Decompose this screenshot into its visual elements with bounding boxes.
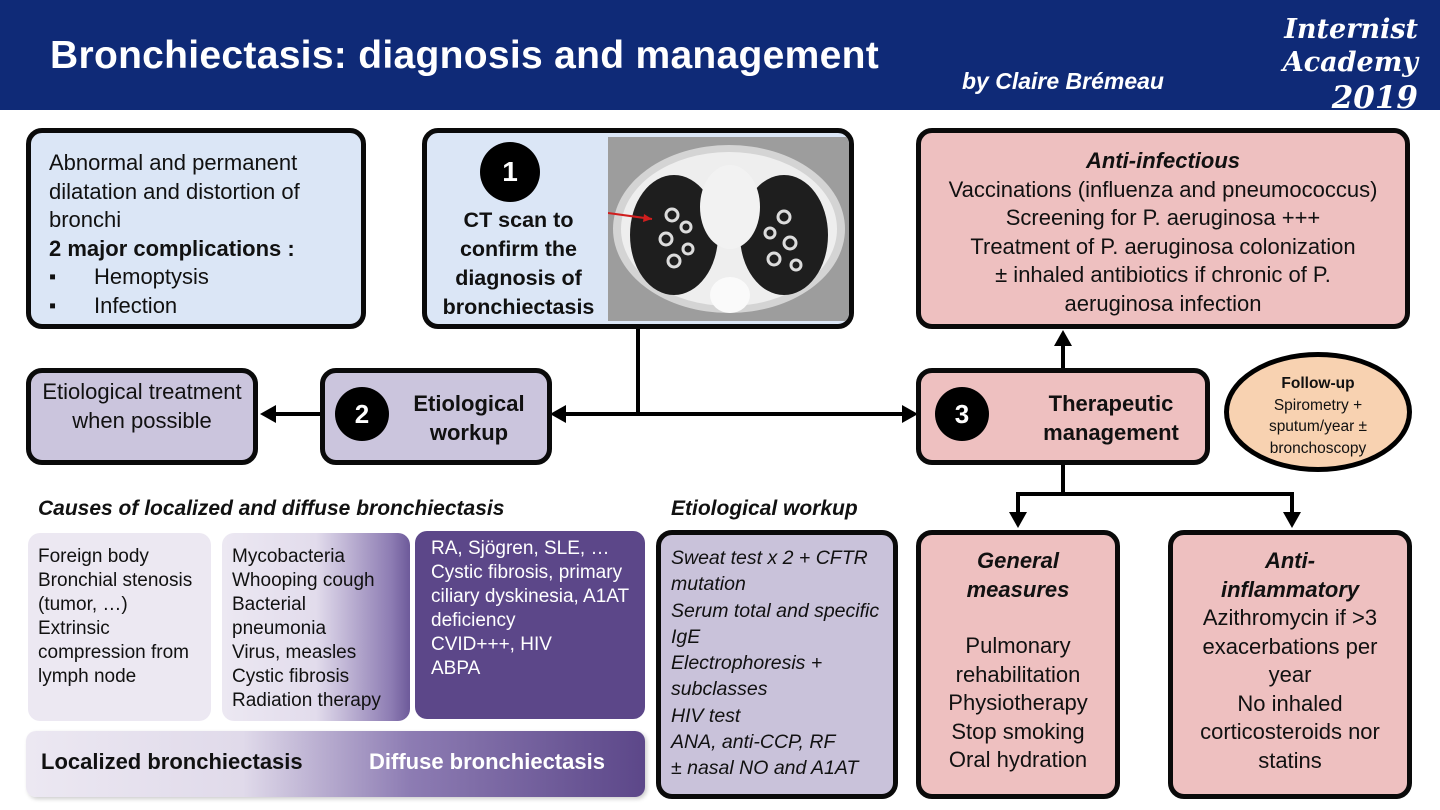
- list-item: Cystic fibrosis: [232, 666, 350, 687]
- step3-title: Therapeutic management: [1043, 391, 1179, 445]
- connector-branch-left: [1016, 492, 1020, 512]
- step2-title: Etiological workup: [413, 391, 525, 445]
- list-item: HIV test: [671, 704, 741, 727]
- followup-text: Spirometry + sputum/year ± bronchoscopy: [1268, 396, 1368, 457]
- arrow-to-general-measures-icon: [1009, 512, 1027, 528]
- localized-diffuse-bar: Localized bronchiectasis Diffuse bronchi…: [26, 731, 645, 797]
- list-item: Azithromycin if >3 exacerbations per yea…: [1202, 605, 1378, 687]
- list-item: CVID+++, HIV: [431, 634, 552, 655]
- list-item: Bronchial stenosis (tumor, …): [38, 570, 193, 615]
- followup-title: Follow-up: [1281, 375, 1355, 392]
- list-item: No inhaled corticosteroids nor statins: [1200, 690, 1380, 773]
- list-item: ANA, anti-CCP, RF: [671, 731, 836, 754]
- list-item: Treatment of P. aeruginosa colonization: [970, 233, 1356, 259]
- list-item: Stop smoking: [951, 718, 1085, 744]
- connector-branch: [1016, 492, 1294, 496]
- list-item: Infection: [49, 292, 345, 321]
- complications-list: Hemoptysis Infection: [49, 263, 345, 320]
- anti-inflammatory-box: Anti-inflammatory Azithromycin if >3 exa…: [1168, 530, 1412, 799]
- step-number-2: 2: [335, 387, 389, 441]
- label-localized: Localized bronchiectasis: [41, 749, 303, 774]
- ct-scan-box: 1 CT scan to confirm the diagnosis of br…: [422, 128, 854, 329]
- followup-ellipse: Follow-up Spirometry + sputum/year ± bro…: [1224, 352, 1412, 472]
- list-item: Serum total and specific IgE: [671, 599, 880, 648]
- arrow-to-step2-icon: [550, 405, 566, 423]
- list-item: Physiotherapy: [948, 690, 1088, 715]
- list-item: RA, Sjögren, SLE, …: [431, 538, 610, 559]
- causes-heading: Causes of localized and diffuse bronchie…: [38, 497, 505, 520]
- list-item: Virus, measles: [232, 642, 357, 663]
- etiological-treatment-box: Etiological treatment when possible: [26, 368, 258, 465]
- list-item: Radiation therapy: [232, 690, 381, 711]
- connector-step1-down: [636, 329, 640, 414]
- anti-inflammatory-title: Anti-inflammatory: [1221, 548, 1360, 602]
- list-item: Sweat test x 2 + CFTR mutation: [671, 547, 868, 596]
- causes-infectious-box: Mycobacteria Whooping cough Bacterial pn…: [222, 533, 410, 721]
- connector-branch-right: [1290, 492, 1294, 512]
- ct-scan-text: CT scan to confirm the diagnosis of bron…: [442, 208, 595, 319]
- step3-box: 3 Therapeutic management: [916, 368, 1210, 465]
- workup-heading: Etiological workup: [671, 497, 858, 520]
- arrow-to-anti-inflammatory-icon: [1283, 512, 1301, 528]
- brand-name: Internist Academy: [1282, 14, 1418, 78]
- list-item: Bacterial pneumonia: [232, 594, 327, 639]
- list-item: Screening for P. aeruginosa +++: [1005, 205, 1321, 230]
- list-item: Hemoptysis: [49, 263, 345, 292]
- definition-text: Abnormal and permanent dilatation and di…: [49, 150, 300, 232]
- header-bar: [0, 0, 1440, 110]
- causes-localized-box: Foreign body Bronchial stenosis (tumor, …: [28, 533, 211, 721]
- anti-infectious-box: Anti-infectious Vaccinations (influenza …: [916, 128, 1410, 329]
- arrow-to-step3-icon: [902, 405, 918, 423]
- page-title: Bronchiectasis: diagnosis and management: [50, 34, 880, 77]
- etiological-treatment-text: Etiological treatment when possible: [42, 379, 242, 433]
- connector-horizontal: [560, 412, 906, 416]
- list-item: Whooping cough: [232, 570, 375, 591]
- connector-step3-up: [1061, 345, 1065, 370]
- arrow-to-etiological-treatment-icon: [260, 405, 276, 423]
- list-item: Mycobacteria: [232, 546, 345, 567]
- general-measures-box: General measures Pulmonary rehabilitatio…: [916, 530, 1120, 799]
- workup-box: Sweat test x 2 + CFTR mutation Serum tot…: [656, 530, 898, 799]
- causes-systemic-box: RA, Sjögren, SLE, … Cystic fibrosis, pri…: [415, 531, 645, 719]
- step2-box: 2 Etiological workup: [320, 368, 552, 465]
- arrow-to-anti-infectious-icon: [1054, 330, 1072, 346]
- step-number-1: 1: [480, 142, 540, 202]
- list-item: Electrophoresis + subclasses: [671, 652, 823, 701]
- list-item: Extrinsic compression from lymph node: [38, 618, 189, 687]
- label-diffuse: Diffuse bronchiectasis: [369, 749, 605, 774]
- list-item: ± inhaled antibiotics if chronic of P. a…: [995, 262, 1331, 316]
- ct-scan-image: [608, 137, 849, 321]
- list-item: Vaccinations (influenza and pneumococcus…: [948, 176, 1378, 202]
- complications-title: 2 major complications :: [49, 235, 295, 261]
- brand-year: 2019: [1331, 79, 1418, 116]
- definition-box: Abnormal and permanent dilatation and di…: [26, 128, 366, 329]
- brand-logo: Internist Academy 2019: [1180, 14, 1418, 118]
- connector-step3-down: [1061, 462, 1065, 494]
- general-measures-title: General measures: [966, 548, 1070, 602]
- step-number-3: 3: [935, 387, 989, 441]
- connector-step2-left: [270, 412, 322, 416]
- list-item: Cystic fibrosis, primary ciliary dyskine…: [431, 562, 629, 631]
- list-item: Pulmonary rehabilitation: [955, 633, 1081, 687]
- list-item: ABPA: [431, 658, 481, 679]
- list-item: Foreign body: [38, 546, 149, 567]
- anti-infectious-title: Anti-infectious: [1086, 148, 1240, 173]
- list-item: Oral hydration: [948, 747, 1088, 772]
- author-credit: by Claire Brémeau: [962, 68, 1164, 94]
- list-item: ± nasal NO and A1AT: [671, 757, 859, 780]
